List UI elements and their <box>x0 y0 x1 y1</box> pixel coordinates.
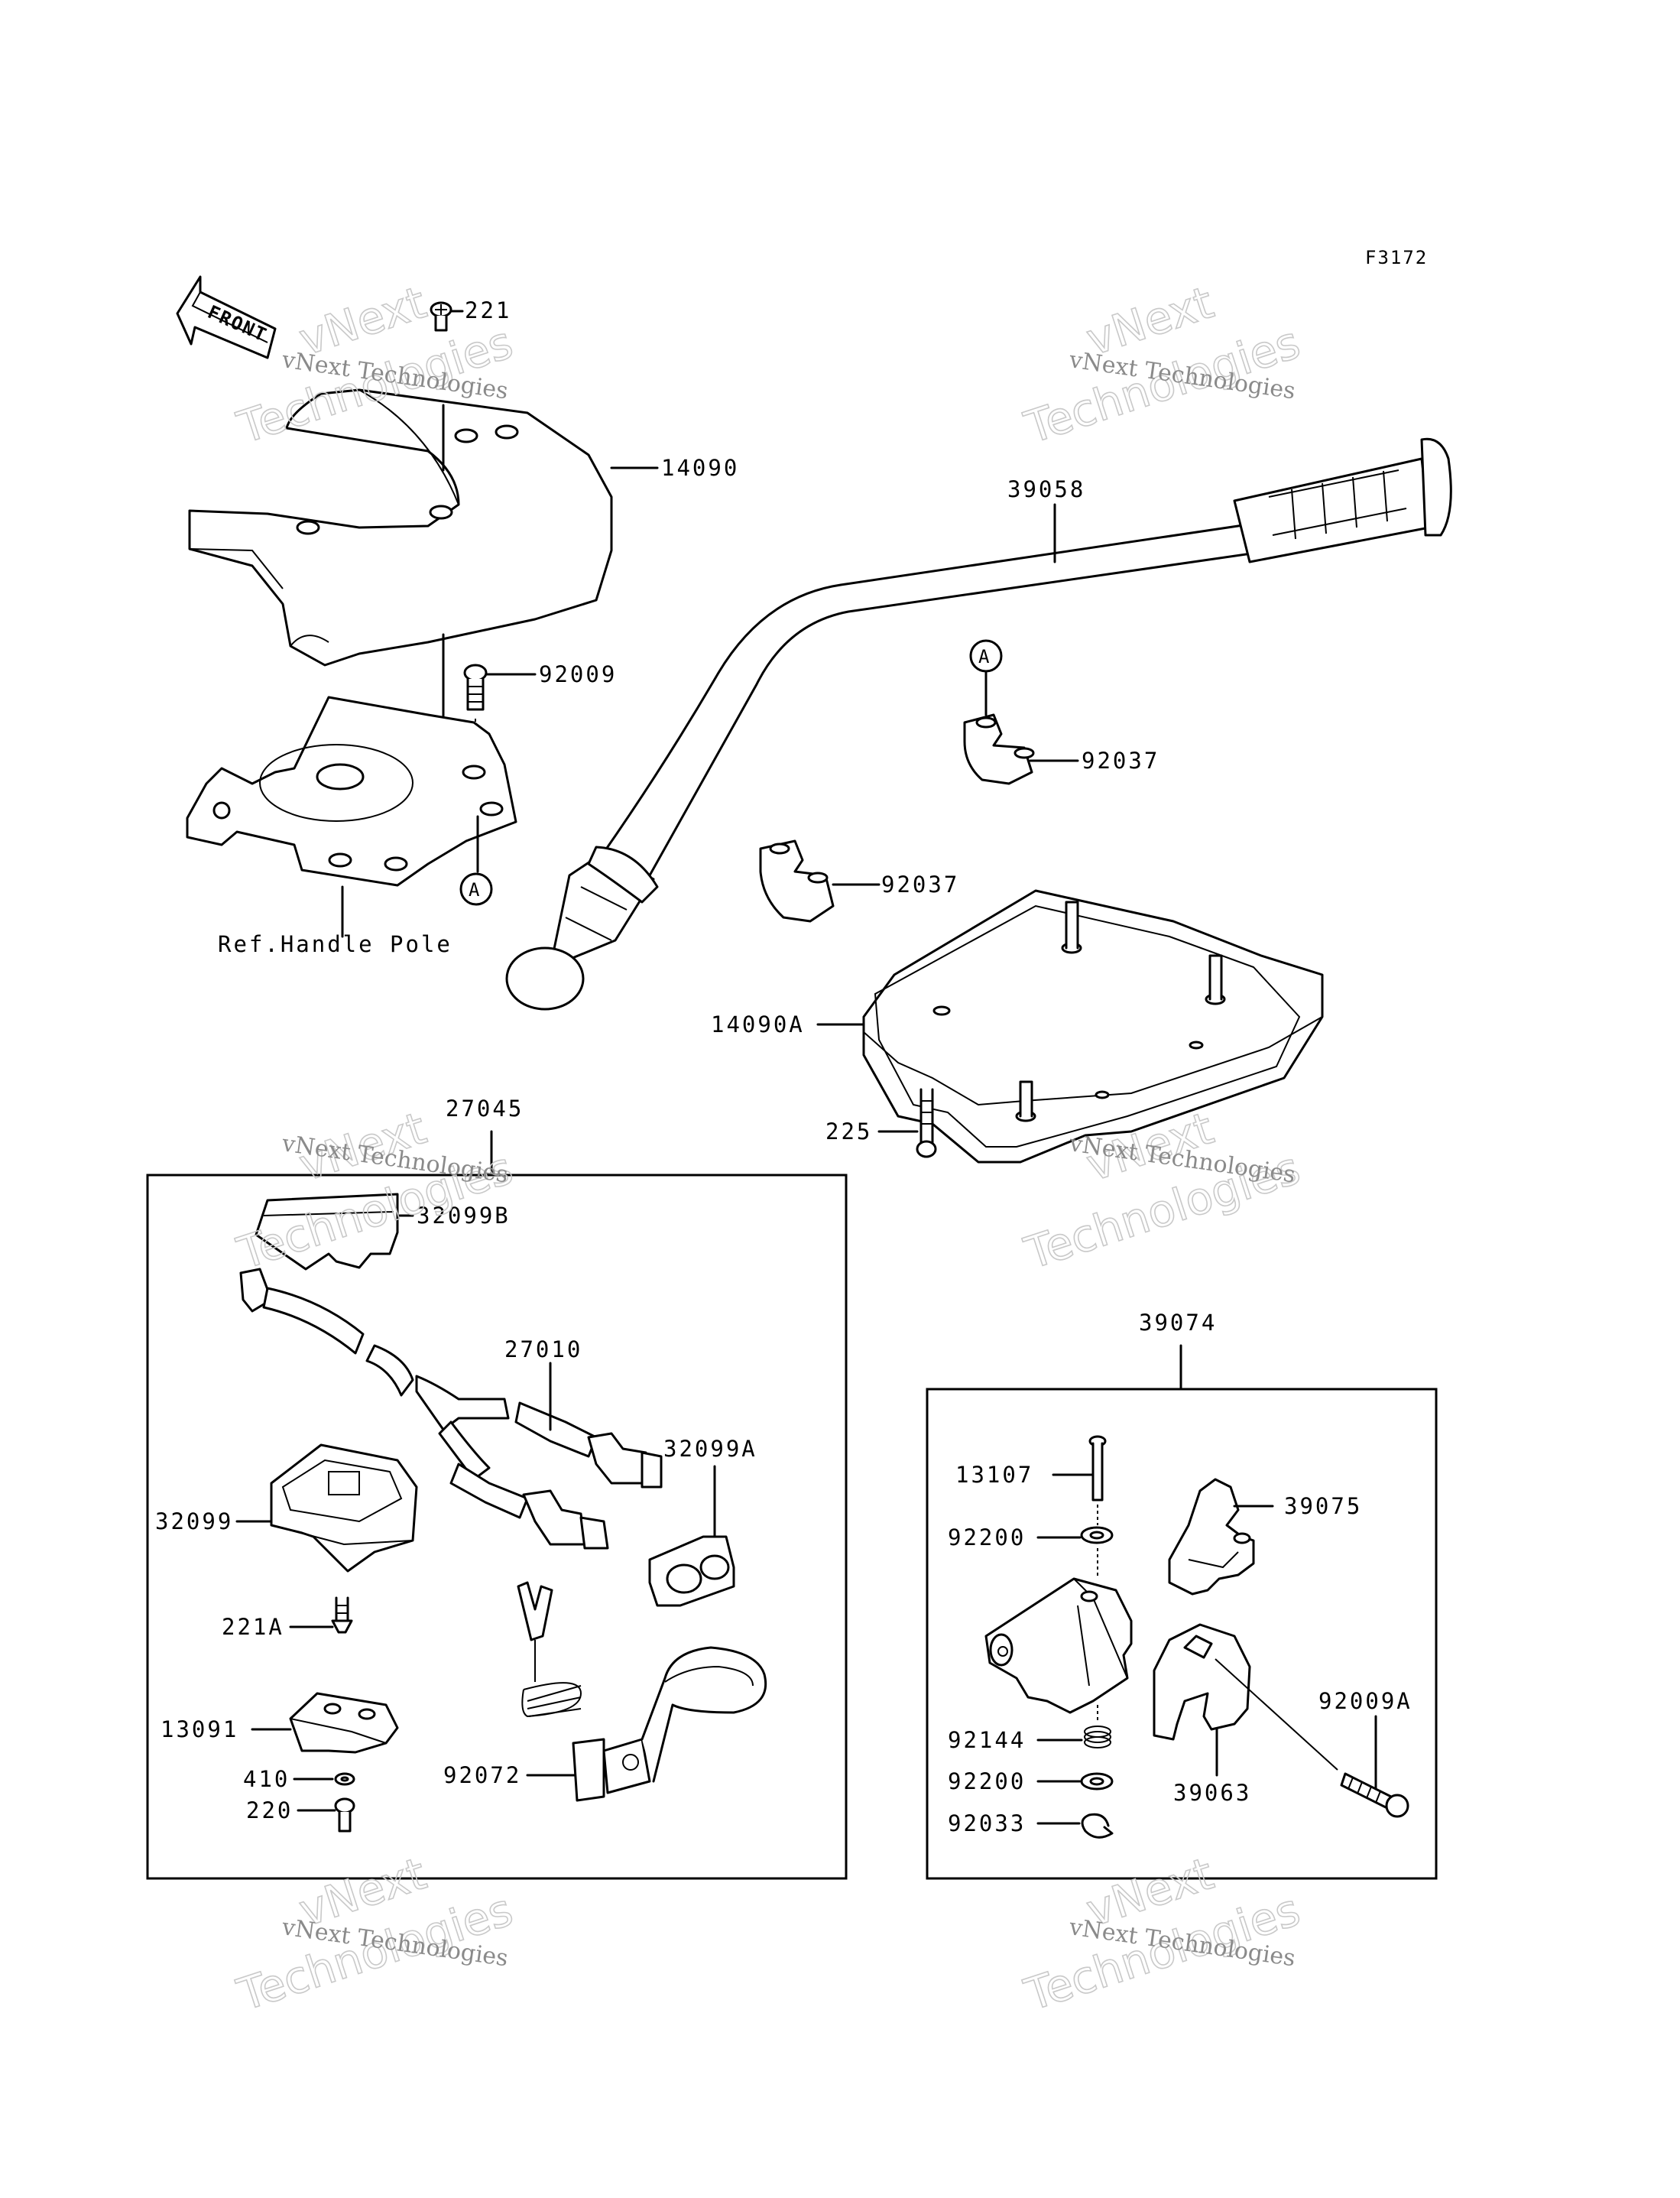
label-39075: 39075 <box>1284 1493 1362 1519</box>
label-92009A: 92009A <box>1318 1688 1412 1714</box>
holder-13091 <box>289 1692 399 1754</box>
label-92200-bottom: 92200 <box>948 1768 1026 1794</box>
wire-harness-27010 <box>239 1268 663 1550</box>
watermark-2: vNext Technologies vNext Technologies <box>1018 275 1307 454</box>
label-27010: 27010 <box>504 1336 582 1362</box>
label-13107: 13107 <box>955 1462 1033 1488</box>
circlip-92033-icon <box>1081 1813 1114 1839</box>
upper-cover-14090 <box>188 388 613 667</box>
lower-cover-14090A <box>862 889 1324 1164</box>
label-13091: 13091 <box>161 1716 238 1742</box>
washer-410-icon <box>334 1772 355 1786</box>
label-92200-top: 92200 <box>948 1524 1026 1550</box>
label-92037-upper: 92037 <box>1082 748 1159 774</box>
label-92072: 92072 <box>443 1762 521 1788</box>
screw-225-icon <box>916 1088 937 1158</box>
watermark-6: vNext Technologies vNext Technologies <box>1018 1846 1307 2021</box>
label-92033: 92033 <box>948 1810 1026 1836</box>
label-92037-lower: 92037 <box>881 872 959 898</box>
screw-221-icon <box>430 301 452 332</box>
label-32099: 32099 <box>155 1508 233 1534</box>
label-221: 221 <box>465 297 511 323</box>
label-32099A: 32099A <box>663 1436 757 1462</box>
washer-92200-top-icon <box>1080 1526 1114 1544</box>
marker-a-left: A <box>459 872 493 906</box>
figure-code: F3172 <box>1365 247 1428 268</box>
label-39058: 39058 <box>1007 476 1085 502</box>
ref-note: Ref.Handle Pole <box>218 931 452 957</box>
label-32099B: 32099B <box>417 1203 511 1229</box>
lanyard-92072 <box>517 1581 767 1802</box>
washer-92200-bottom-icon <box>1080 1772 1114 1791</box>
label-14090: 14090 <box>661 455 739 481</box>
screw-221A-icon <box>331 1596 353 1634</box>
label-220: 220 <box>246 1797 293 1823</box>
label-92144: 92144 <box>948 1727 1026 1753</box>
marker-a-right: A <box>969 639 1003 673</box>
throttle-body <box>984 1577 1133 1714</box>
label-221A: 221A <box>222 1614 284 1640</box>
label-27045: 27045 <box>446 1096 524 1122</box>
assembly-box-27045 <box>146 1174 848 1880</box>
clamp-92037-upper <box>963 713 1035 785</box>
svg-text:A: A <box>469 879 481 901</box>
svg-text:A: A <box>978 646 991 667</box>
label-39074: 39074 <box>1139 1310 1217 1336</box>
front-arrow-icon: FRONT <box>176 275 277 359</box>
spring-92144-icon <box>1084 1726 1111 1748</box>
switch-housing-32099 <box>270 1443 418 1573</box>
screw-92009-icon <box>463 664 488 711</box>
label-410: 410 <box>243 1766 290 1792</box>
lever-39075 <box>1168 1478 1255 1596</box>
screw-220-icon <box>334 1797 355 1833</box>
clamp-92037-lower <box>759 839 835 923</box>
label-39063: 39063 <box>1173 1780 1251 1806</box>
pin-13107-icon <box>1088 1435 1107 1502</box>
grommet-32099A <box>648 1535 735 1607</box>
cover-32099B <box>255 1193 399 1271</box>
handlebar-39058 <box>505 437 1452 1011</box>
label-92009: 92009 <box>539 661 617 687</box>
label-14090A: 14090A <box>711 1011 805 1037</box>
cover-39063 <box>1153 1623 1251 1741</box>
watermark-5: vNext Technologies vNext Technologies <box>231 1846 520 2021</box>
handle-pole-plate <box>186 696 517 887</box>
label-225: 225 <box>825 1118 872 1144</box>
